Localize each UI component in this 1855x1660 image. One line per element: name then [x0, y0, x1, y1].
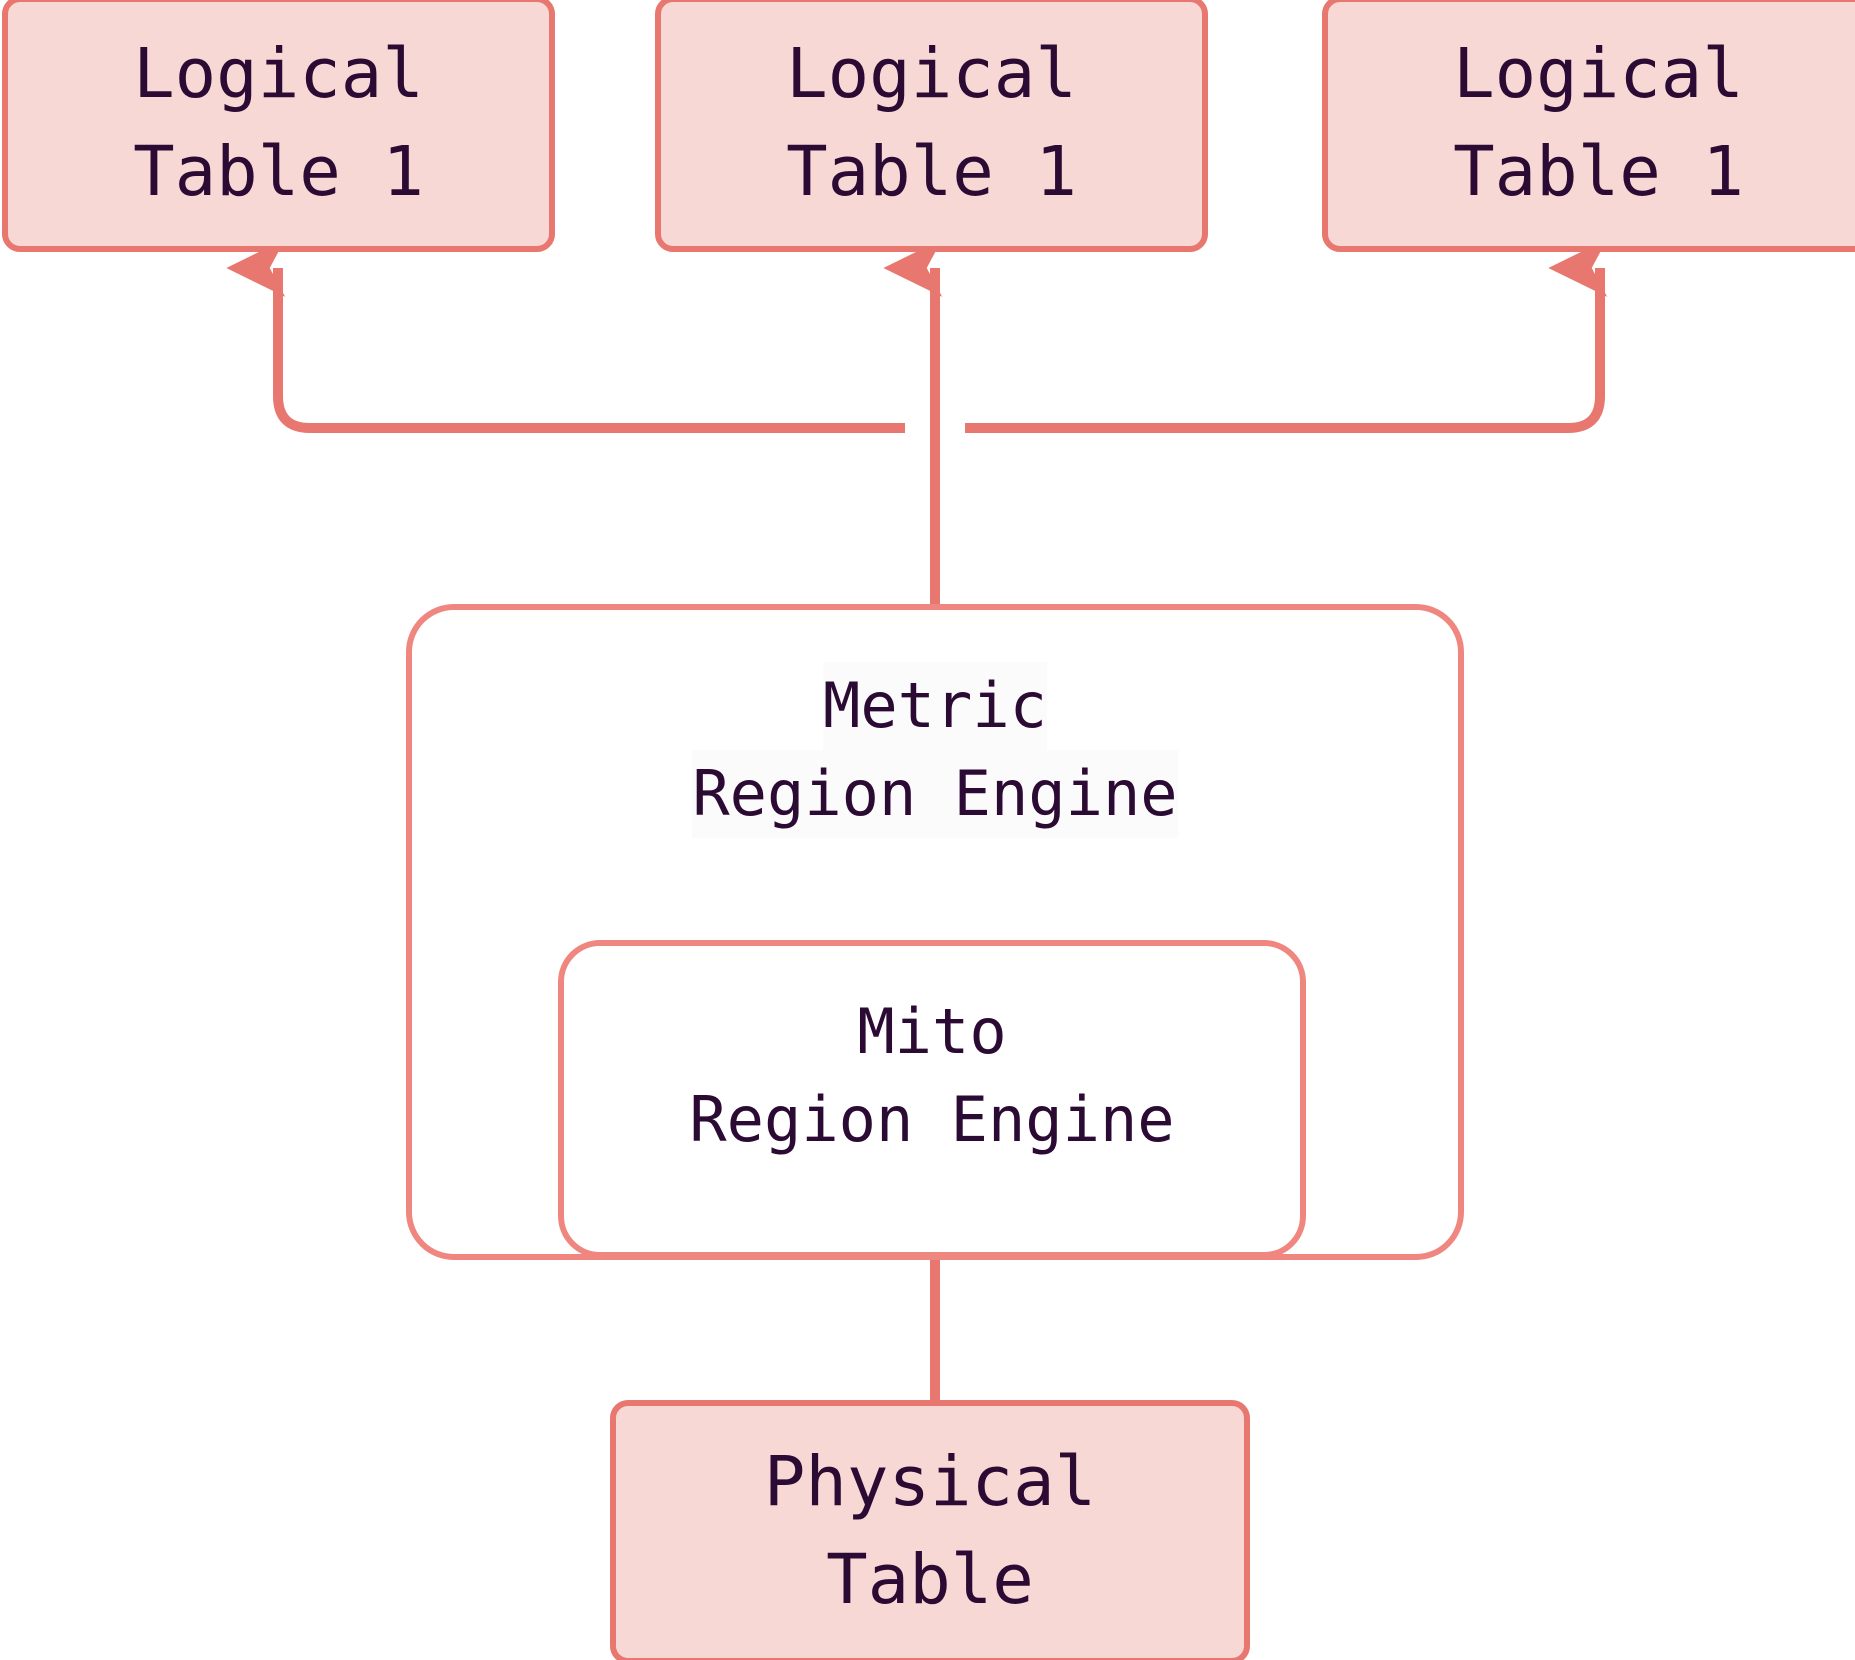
node-physical-table[interactable]: Physical Table — [610, 1400, 1250, 1660]
node-label-line2: Region Engine — [689, 1083, 1175, 1157]
node-label-line2: Table — [826, 1540, 1034, 1620]
node-label-line1: Mito — [857, 995, 1007, 1068]
node-label-line1: Physical — [763, 1442, 1097, 1523]
node-label-line1: Logical — [786, 34, 1077, 115]
node-label-line2: Region Engine — [692, 750, 1178, 839]
node-label-line1: Metric — [823, 662, 1047, 751]
node-logical-table-3[interactable]: Logical Table 1 — [1322, 0, 1855, 252]
node-logical-table-1[interactable]: Logical Table 1 — [2, 0, 555, 252]
node-label-line2: Table 1 — [1453, 132, 1744, 212]
node-label-line2: Table 1 — [133, 132, 424, 212]
node-label-line1: Logical — [1453, 34, 1744, 115]
node-logical-table-2[interactable]: Logical Table 1 — [655, 0, 1208, 252]
node-metric-region-engine[interactable]: Metric Region Engine — [406, 604, 1464, 1260]
node-label-line1: Logical — [133, 34, 424, 115]
edge-metric-to-logical-3 — [965, 239, 1608, 433]
edge-metric-to-logical-1 — [226, 239, 905, 433]
node-mito-region-engine[interactable]: Mito Region Engine — [558, 940, 1306, 1258]
node-label-line2: Table 1 — [786, 132, 1077, 212]
